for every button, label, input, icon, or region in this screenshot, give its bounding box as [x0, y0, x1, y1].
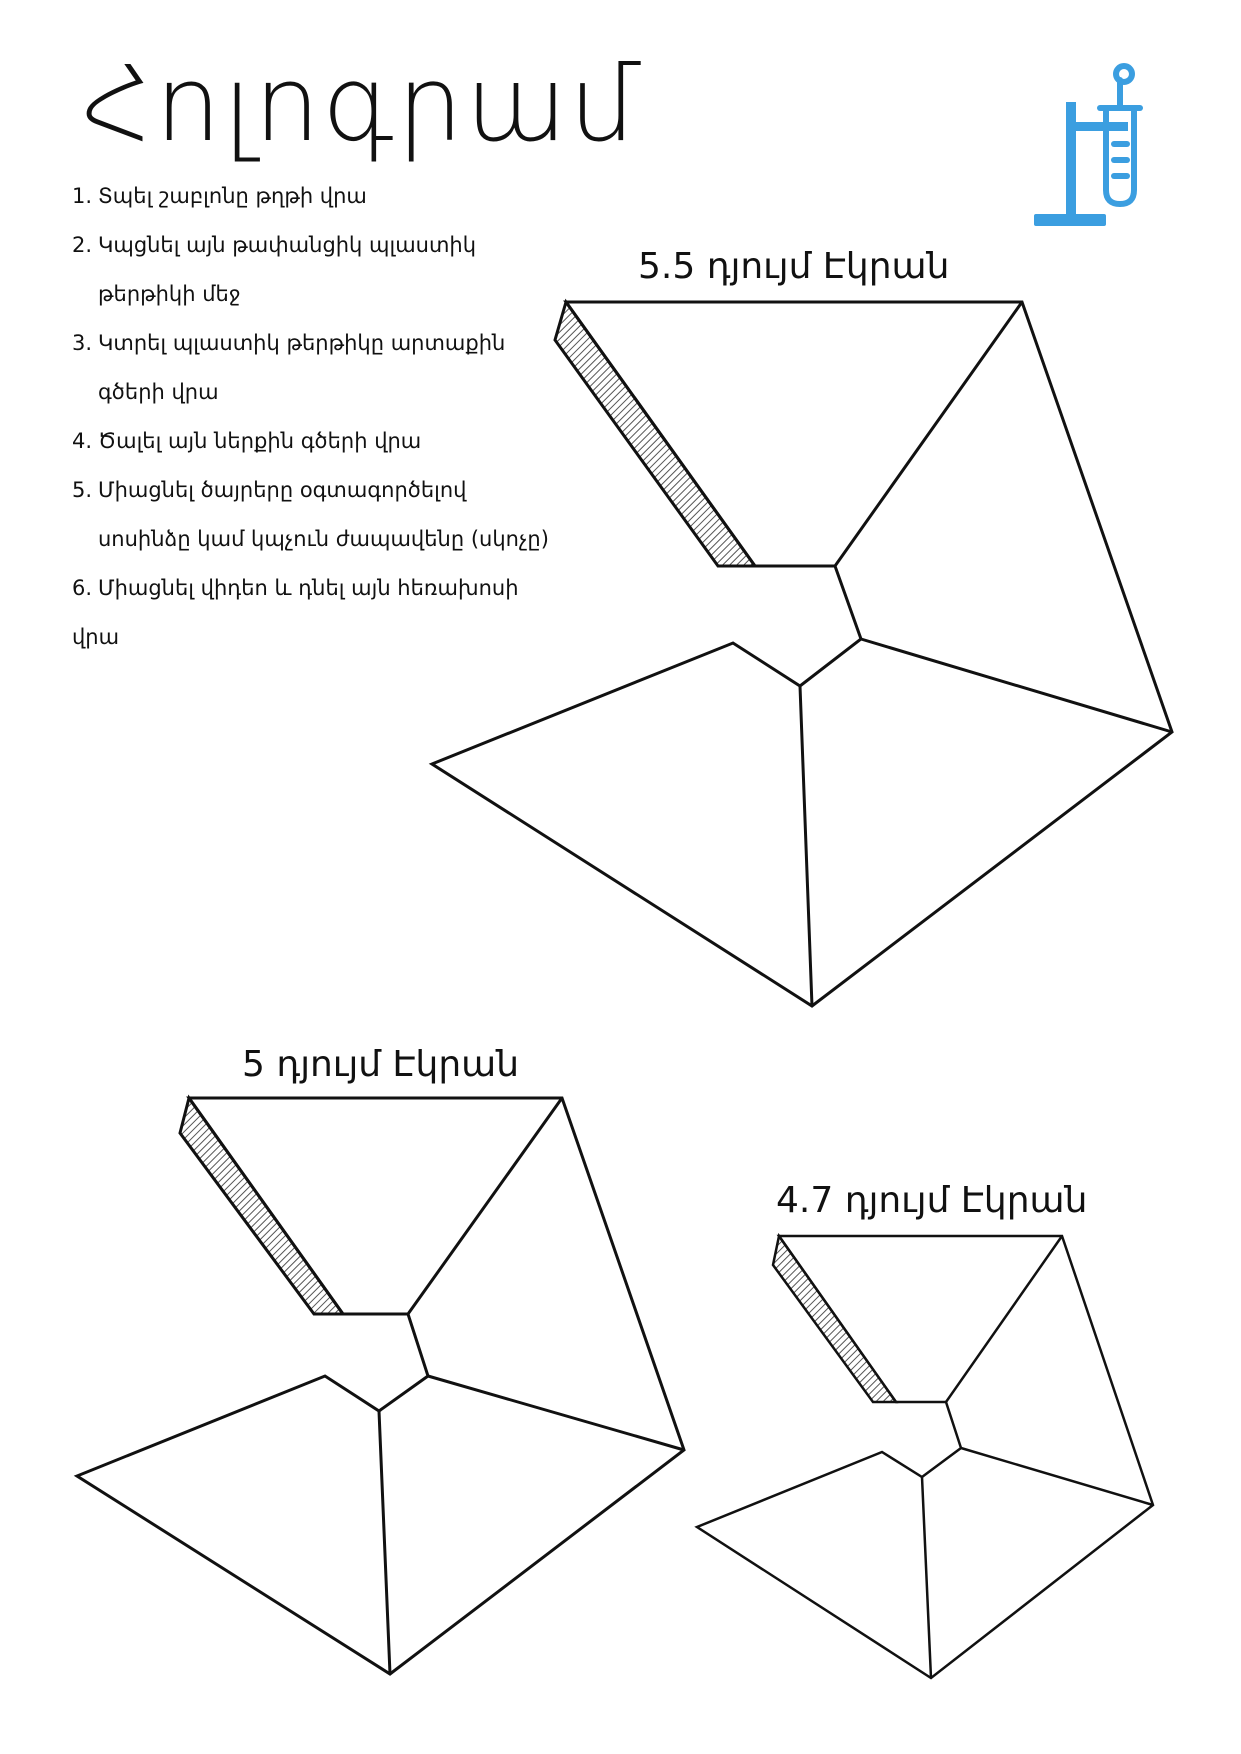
step-text-continued: սոսինձը կամ կպչուն ժապավենը (սկոչը) — [98, 527, 549, 551]
instruction-step: 6.Միացնել վիդեո և դնել այն հեռախոսի վրա — [72, 564, 572, 662]
outer-cut-line — [428, 300, 1174, 1008]
page-title: Հոլոգրամ — [82, 43, 645, 165]
instruction-step: 2.Կպցնել այն թափանցիկ պլաստիկ թերթիկի մե… — [72, 221, 572, 319]
step-text: Միացնել վիդեո և դնել այն հեռախոսի վրա — [72, 576, 519, 649]
step-number: 3. — [72, 331, 93, 355]
instruction-step: 3.Կտրել պլաստիկ թերթիկը արտաքին գծերի վր… — [72, 319, 572, 417]
template-label-medium: 5 դյույմ Էկրան — [242, 1044, 520, 1085]
step-number: 5. — [72, 478, 93, 502]
step-text-continued: գծերի վրա — [98, 380, 219, 404]
instruction-list: 1.Տպել շաբլոնը թղթի վրա 2.Կպցնել այն թափ… — [72, 172, 572, 662]
step-text: Միացնել ծայրերը օգտագործելով — [98, 478, 467, 502]
step-number: 4. — [72, 429, 93, 453]
inner-fold-line — [798, 301, 1173, 1007]
inner-fold-line — [920, 1235, 1154, 1679]
outer-cut-line — [73, 1096, 686, 1676]
inner-fold-line — [377, 1097, 685, 1675]
step-text: Ծալել այն ներքին գծերի վրա — [98, 429, 422, 453]
step-text: Կպցնել այն թափանցիկ պլաստիկ — [98, 233, 477, 257]
test-tube-stand-icon — [1034, 63, 1143, 226]
instruction-step: 5.Միացնել ծայրերը օգտագործելով սոսինձը կ… — [72, 466, 572, 564]
step-text: Կտրել պլաստիկ թերթիկը արտաքին — [98, 331, 506, 355]
step-number: 2. — [72, 233, 93, 257]
step-number: 1. — [72, 184, 93, 208]
template-label-large: 5.5 դյույմ Էկրան — [638, 246, 950, 287]
instruction-step: 1.Տպել շաբլոնը թղթի վրա — [72, 172, 572, 221]
outer-cut-line — [694, 1234, 1155, 1680]
template-label-small: 4.7 դյույմ Էկրան — [776, 1180, 1088, 1221]
step-text-continued: թերթիկի մեջ — [98, 282, 241, 306]
instruction-step: 4.Ծալել այն ներքին գծերի վրա — [72, 417, 572, 466]
step-number: 6. — [72, 576, 93, 600]
step-text: Տպել շաբլոնը թղթի վրա — [98, 184, 367, 208]
